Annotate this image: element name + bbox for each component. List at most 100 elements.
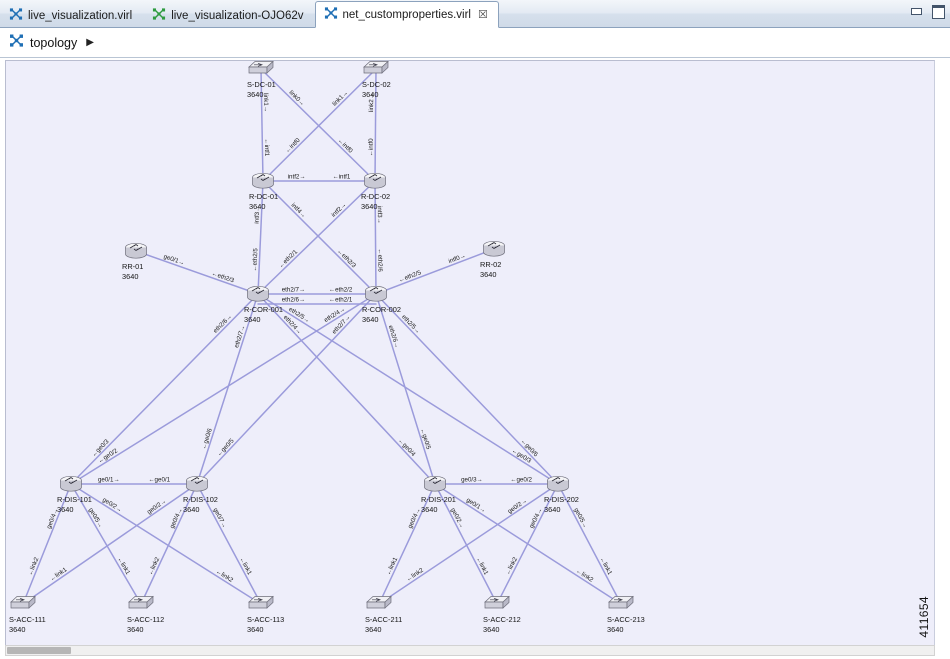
node-sublabel: 3640	[480, 270, 496, 279]
topology-link[interactable]	[22, 483, 72, 605]
node-sublabel: 3640	[607, 625, 623, 634]
svg-text:intf2→: intf2→	[288, 173, 306, 180]
node-sublabel: 3640	[247, 625, 263, 634]
link-interface-label: ←eth2/1	[277, 248, 299, 270]
window-controls	[908, 4, 946, 19]
svg-text:link1→: link1→	[262, 93, 269, 112]
svg-text:←intf1: ←intf1	[332, 173, 350, 180]
editor-tabs: live_visualization.virl live_visualizatio…	[0, 0, 499, 28]
node-label: S-DC-01	[247, 80, 276, 89]
svg-text:←intf1: ←intf1	[263, 138, 270, 157]
topology-link[interactable]	[374, 180, 377, 295]
topology-link[interactable]	[196, 483, 262, 605]
side-reference-code: 411654	[917, 596, 931, 638]
topology-link[interactable]	[375, 248, 495, 295]
topology-link[interactable]	[140, 483, 198, 605]
topology-link[interactable]	[557, 483, 622, 605]
svg-text:eth2/5→: eth2/5→	[400, 314, 421, 336]
editor-tab-2[interactable]: live_visualization-OJO62v	[143, 2, 314, 28]
topology-link[interactable]	[257, 293, 559, 485]
topology-link[interactable]	[260, 68, 376, 182]
topology-link[interactable]	[374, 68, 377, 182]
chevron-right-icon[interactable]: ▶	[86, 37, 94, 48]
link-interface-label: eth2/6→	[212, 313, 233, 335]
svg-text:←ge0/5: ←ge0/5	[216, 437, 236, 458]
close-icon[interactable]: ☒	[477, 9, 488, 21]
svg-text:ge0/4→: ge0/4→	[407, 507, 423, 530]
node-label: R-DIS-101	[57, 495, 92, 504]
link-interface-label: ge0/3→	[461, 476, 483, 483]
node-sublabel: 3640	[57, 505, 73, 514]
maximize-icon[interactable]	[930, 4, 946, 19]
topology-link[interactable]	[196, 293, 377, 485]
link-interface-label: ←eth2/5	[251, 248, 259, 272]
topology-link[interactable]	[260, 68, 264, 182]
svg-text:←ge0/4: ←ge0/4	[397, 437, 417, 458]
editor-tab-label: live_visualization-OJO62v	[171, 9, 304, 22]
topology-link[interactable]	[257, 180, 376, 295]
editor-tab-3[interactable]: net_customproperties.virl ☒	[314, 1, 499, 28]
node-label: RR-02	[480, 260, 501, 269]
svg-text:←intf0: ←intf0	[368, 138, 375, 157]
topology-link[interactable]	[262, 68, 377, 182]
topology-link[interactable]	[70, 293, 259, 485]
link-interface-label: eth2/7→	[282, 286, 305, 293]
topology-link[interactable]	[375, 293, 559, 485]
editor-tab-label: net_customproperties.virl	[342, 8, 471, 21]
topology-link[interactable]	[496, 483, 559, 605]
topology-link[interactable]	[375, 293, 436, 485]
node-label: S-ACC-212	[483, 615, 521, 624]
node-sublabel: 3640	[183, 505, 199, 514]
topology-link[interactable]	[70, 483, 142, 605]
editor-tab-label: live_visualization.virl	[28, 9, 133, 22]
topology-link[interactable]	[196, 293, 259, 485]
node-label: R-DIS-201	[421, 495, 456, 504]
topology-link[interactable]	[434, 483, 498, 605]
topology-icon	[324, 6, 338, 23]
topology-link[interactable]	[70, 483, 262, 605]
topology-icon	[9, 7, 23, 24]
horizontal-scrollbar[interactable]	[5, 645, 935, 656]
link-interface-label: intf3→	[376, 206, 383, 224]
minimize-icon[interactable]	[908, 4, 924, 19]
svg-text:ge0/3→: ge0/3→	[461, 476, 483, 483]
topology-link[interactable]	[257, 293, 436, 485]
node-sublabel: 3640	[362, 315, 378, 324]
svg-text:←eth2/1: ←eth2/1	[277, 248, 299, 270]
svg-text:←eth2/6: ←eth2/6	[376, 248, 383, 272]
topology-link[interactable]	[262, 180, 377, 295]
topology-link[interactable]	[22, 483, 198, 605]
topology-link[interactable]	[70, 293, 377, 485]
svg-text:intf3→: intf3→	[254, 206, 262, 224]
svg-text:eth2/7→: eth2/7→	[282, 286, 305, 293]
topology-link[interactable]	[257, 180, 264, 295]
topology-link[interactable]	[378, 483, 436, 605]
breadcrumb-label[interactable]: topology	[30, 35, 78, 50]
link-label-layer: link1→←intf1link2→←intf0link0→←intf0link…	[27, 89, 614, 584]
scrollbar-thumb[interactable]	[7, 647, 71, 654]
editor-tab-1[interactable]: live_visualization.virl	[0, 2, 143, 28]
link-interface-label: ←ge0/4	[397, 437, 417, 458]
topology-link[interactable]	[135, 250, 259, 295]
topology-link[interactable]	[378, 483, 559, 605]
node-label: S-ACC-113	[247, 615, 284, 624]
